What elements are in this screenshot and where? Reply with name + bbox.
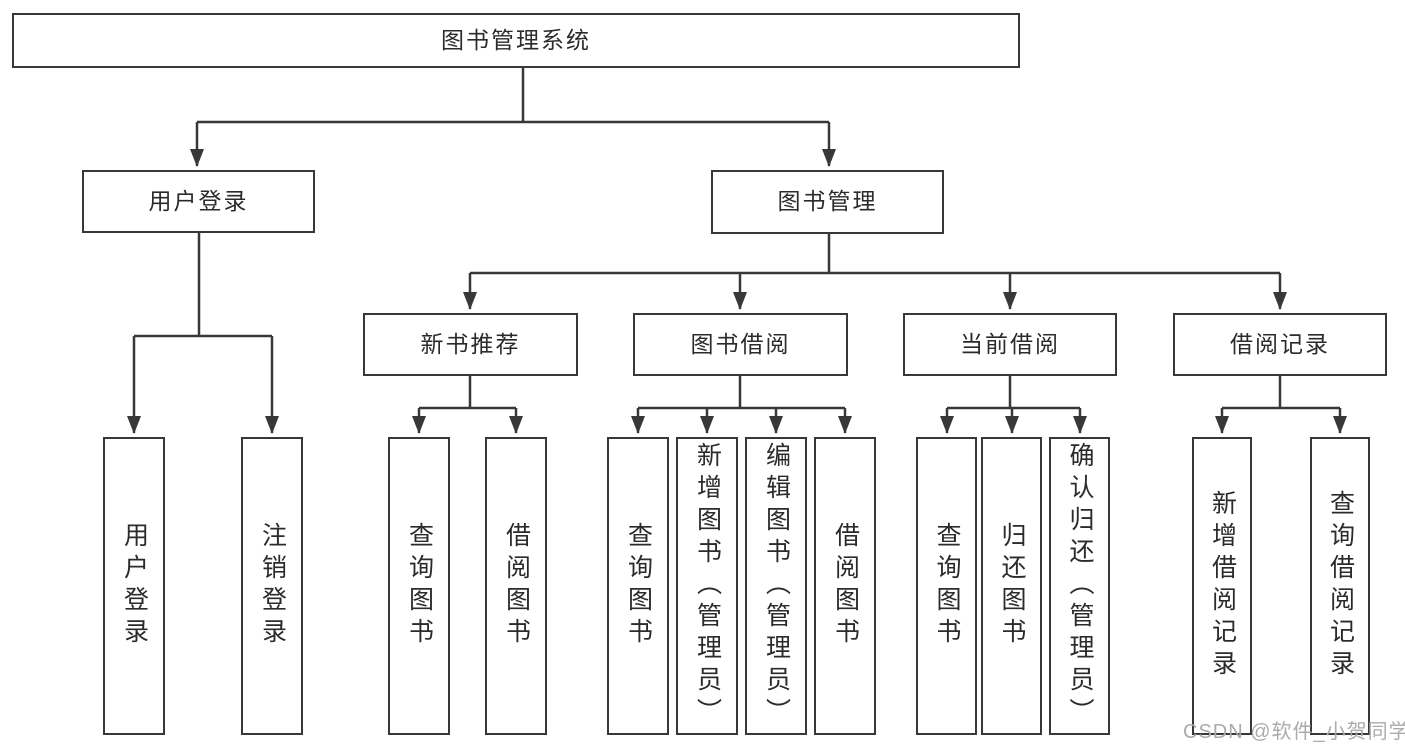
- connector-root-to-branches: [190, 68, 836, 167]
- node-borrow-record: 借阅记录: [1173, 313, 1387, 376]
- leaf-confirm-return-admin: 确认归还（管理员）: [1049, 437, 1110, 735]
- node-user-login: 用户登录: [82, 170, 315, 233]
- node-current-borrow: 当前借阅: [903, 313, 1117, 376]
- leaf-user-login: 用户登录: [103, 437, 165, 735]
- leaf-query-borrow-record: 查询借阅记录: [1310, 437, 1370, 735]
- node-book-borrow: 图书借阅: [633, 313, 848, 376]
- leaf-logout: 注销登录: [241, 437, 303, 735]
- leaf-return-books: 归还图书: [981, 437, 1042, 735]
- leaf-query-books-current: 查询图书: [916, 437, 977, 735]
- leaf-edit-books-admin: 编辑图书（管理员）: [745, 437, 807, 735]
- connector-new-book-recommend-leaves: [412, 376, 523, 434]
- connector-user-login-leaves: [127, 233, 279, 434]
- leaf-borrow-books-recommend: 借阅图书: [485, 437, 547, 735]
- node-book-management: 图书管理: [711, 170, 944, 234]
- leaf-add-books-admin: 新增图书（管理员）: [676, 437, 738, 735]
- connector-book-management-groups: [463, 234, 1287, 310]
- connector-borrow-record-leaves: [1215, 376, 1347, 434]
- leaf-query-books-recommend: 查询图书: [388, 437, 450, 735]
- leaf-query-books-borrow: 查询图书: [607, 437, 669, 735]
- leaf-add-borrow-record: 新增借阅记录: [1192, 437, 1252, 735]
- leaf-borrow-books: 借阅图书: [814, 437, 876, 735]
- node-new-book-recommend: 新书推荐: [363, 313, 578, 376]
- node-root-system: 图书管理系统: [12, 13, 1020, 68]
- watermark: CSDN @软件_小贺同学: [1183, 721, 1405, 743]
- connector-book-borrow-leaves: [631, 376, 852, 434]
- connector-current-borrow-leaves: [940, 376, 1087, 434]
